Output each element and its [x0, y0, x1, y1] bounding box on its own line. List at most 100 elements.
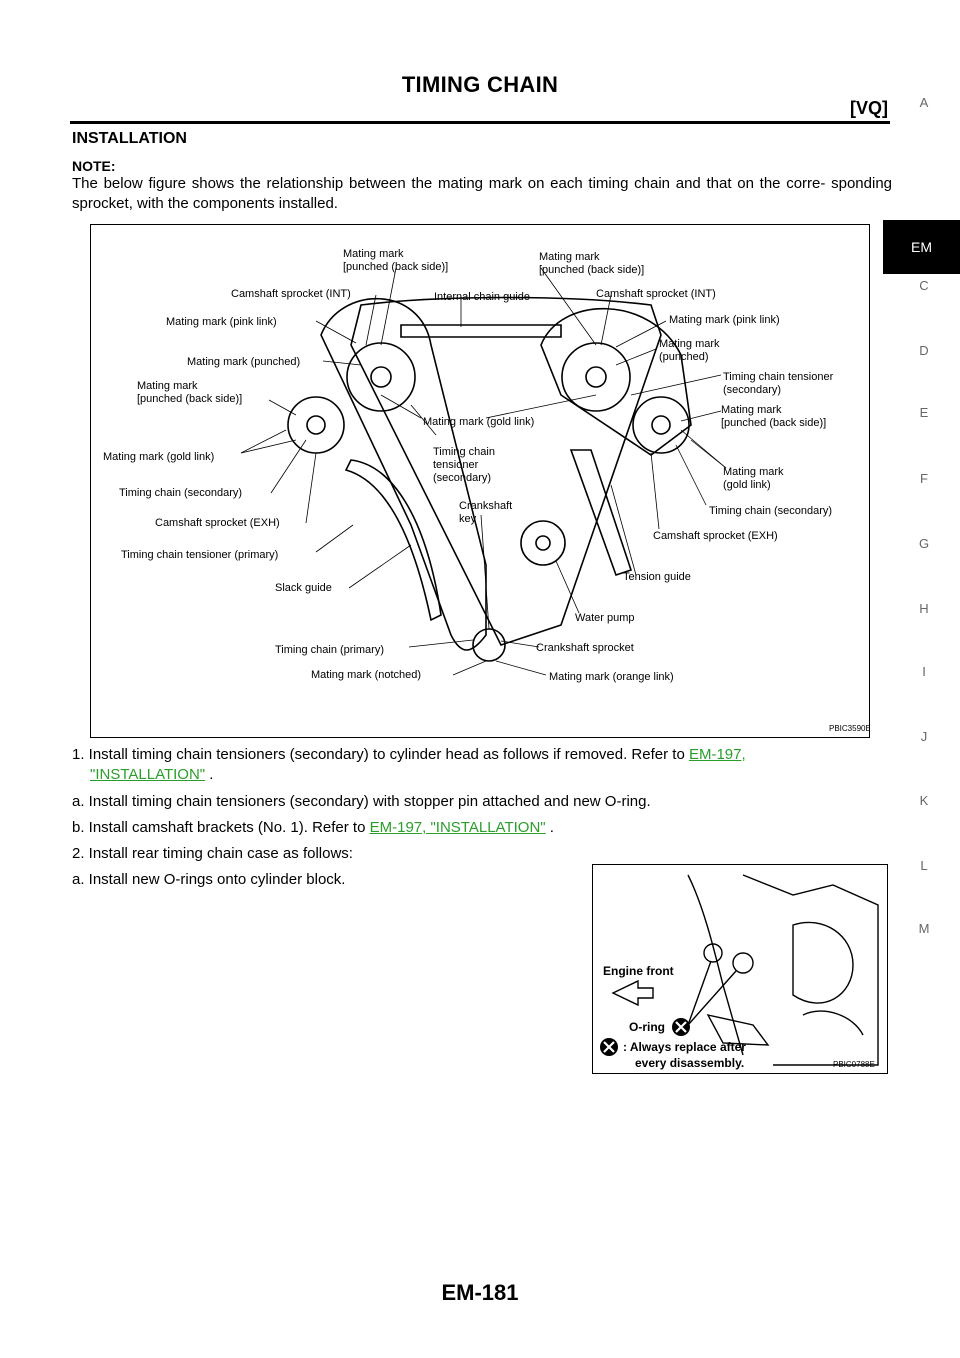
water-pump-sprocket — [520, 520, 566, 566]
label-mating-mark-back-2: Mating mark — [539, 251, 600, 263]
label-crankshaft-key-b: key — [459, 513, 477, 525]
label-mating-mark-back-1: Mating mark — [343, 248, 404, 260]
label-tensioner-secondary-right-b: (secondary) — [723, 384, 781, 396]
label-tensioner-center-a: Timing chain — [433, 446, 495, 458]
oring-upper-left — [703, 943, 723, 963]
label-mating-mark-notched: Mating mark (notched) — [311, 669, 421, 681]
side-tab-e[interactable]: E — [919, 405, 929, 420]
header-divider — [70, 121, 890, 124]
label-tensioner-secondary-right-a: Timing chain tensioner — [723, 371, 834, 383]
label-camshaft-sprocket-int-right: Camshaft sprocket (INT) — [596, 288, 716, 300]
label-mating-mark-punched-left: Mating mark (punched) — [187, 356, 300, 368]
camshaft-sprocket-int-right — [561, 342, 631, 412]
side-tab-f[interactable]: F — [920, 471, 928, 486]
section-heading: INSTALLATION — [72, 130, 187, 147]
side-tab-em[interactable]: EM — [883, 220, 960, 274]
label-mating-mark-back-left-a: Mating mark — [137, 380, 198, 392]
bracket-shape — [706, 1013, 770, 1046]
engine-block-outline — [742, 874, 879, 1066]
label-water-pump: Water pump — [575, 612, 635, 624]
step-2: 2. Install rear timing chain case as fol… — [72, 845, 353, 862]
step-1-cont: "INSTALLATION" . — [72, 765, 892, 785]
oring-figure: Engine front O-ring : Always replace aft… — [592, 864, 888, 1074]
label-mating-mark-gold-center: Mating mark (gold link) — [423, 416, 534, 428]
oring-diagram: Engine front O-ring : Always replace aft… — [600, 874, 879, 1070]
step-b-tail: . — [545, 819, 554, 836]
label-crankshaft-key-a: Crankshaft — [459, 500, 512, 512]
label-mating-mark-gold-right-a: Mating mark — [723, 466, 784, 478]
label-tension-guide: Tension guide — [623, 571, 691, 583]
label-slack-guide: Slack guide — [275, 582, 332, 594]
engine-front-label: Engine front — [603, 964, 674, 978]
side-tab-j[interactable]: J — [920, 729, 928, 744]
label-mating-mark-orange: Mating mark (orange link) — [549, 671, 674, 683]
side-tab-g[interactable]: G — [918, 536, 930, 551]
secondary-chain-left-shape — [320, 297, 487, 651]
step-b-text: b. Install camshaft brackets (No. 1). Re… — [72, 819, 370, 836]
label-camshaft-sprocket-exh-left: Camshaft sprocket (EXH) — [155, 517, 280, 529]
label-mating-mark-pink-right: Mating mark (pink link) — [669, 314, 780, 326]
step-1-link-b[interactable]: "INSTALLATION" — [90, 766, 206, 783]
side-tab-h[interactable]: H — [919, 601, 929, 616]
note-label: NOTE: — [72, 158, 116, 174]
primary-chain-shape — [350, 296, 662, 646]
figure-code: PBIC3590E — [829, 724, 869, 733]
label-tensioner-primary: Timing chain tensioner (primary) — [121, 549, 278, 561]
label-mating-mark-punched-right-a: Mating mark — [659, 338, 720, 350]
side-tab-a[interactable]: A — [919, 95, 929, 110]
step-1-text: 1. Install timing chain tensioners (seco… — [72, 746, 689, 763]
label-mating-mark-pink-left: Mating mark (pink link) — [166, 316, 277, 328]
engine-front-arrow — [611, 979, 654, 1007]
secondary-chain-right-shape — [540, 307, 692, 456]
note-text: The below figure shows the relationship … — [72, 175, 892, 212]
label-mating-mark-back-1b: [punched (back side)] — [343, 261, 448, 273]
label-mating-mark-punched-right-b: (punched) — [659, 351, 709, 363]
label-timing-chain-secondary-right: Timing chain (secondary) — [709, 505, 832, 517]
step-1-link[interactable]: EM-197, — [688, 746, 746, 763]
engine-code: [VQ] — [850, 98, 888, 118]
timing-chain-diagram: Mating mark [punched (back side)] Mating… — [103, 248, 871, 733]
label-timing-chain-secondary-left: Timing chain (secondary) — [119, 487, 242, 499]
step-a: a. Install timing chain tensioners (seco… — [72, 793, 651, 810]
side-tab-d[interactable]: D — [919, 343, 929, 358]
slack-guide-shape — [344, 459, 442, 622]
side-tab-k[interactable]: K — [919, 793, 929, 808]
oring-label: O-ring — [629, 1020, 665, 1034]
side-tab-l[interactable]: L — [920, 858, 928, 873]
oring-upper-right — [732, 952, 754, 974]
label-tensioner-center-c: (secondary) — [433, 472, 491, 484]
replace-icon — [600, 1018, 690, 1056]
step-b: b. Install camshaft brackets (No. 1). Re… — [72, 818, 892, 838]
camshaft-sprocket-exh-right — [632, 396, 690, 454]
label-tensioner-center-b: tensioner — [433, 459, 479, 471]
camshaft-sprocket-exh-left — [287, 396, 345, 454]
block-edge — [687, 874, 744, 1056]
legend-line-b: every disassembly. — [635, 1056, 744, 1070]
step-a2: a. Install new O-rings onto cylinder blo… — [72, 871, 346, 888]
label-mating-mark-gold-left: Mating mark (gold link) — [103, 451, 214, 463]
label-mating-mark-back-2b: [punched (back side)] — [539, 264, 644, 276]
casting-detail — [802, 1010, 864, 1036]
label-mating-mark-back-right-b: [punched (back side)] — [721, 417, 826, 429]
side-tab-c[interactable]: C — [919, 278, 929, 293]
figure2-code: PBIC0788E — [833, 1060, 875, 1069]
page-number: EM-181 — [441, 1280, 519, 1305]
camshaft-sprocket-int-left — [346, 342, 416, 412]
label-timing-chain-primary: Timing chain (primary) — [275, 644, 384, 656]
side-tab-m[interactable]: M — [918, 921, 930, 936]
label-camshaft-sprocket-exh-right: Camshaft sprocket (EXH) — [653, 530, 778, 542]
side-tab-i[interactable]: I — [922, 664, 926, 679]
legend-line-a: : Always replace after — [623, 1040, 746, 1054]
step-1: 1. Install timing chain tensioners (seco… — [72, 745, 892, 765]
label-mating-mark-gold-right-b: (gold link) — [723, 479, 771, 491]
tension-guide-shape — [569, 449, 633, 577]
label-mating-mark-back-right-a: Mating mark — [721, 404, 782, 416]
step-1-tail: . — [205, 766, 214, 783]
step-b-link[interactable]: EM-197, "INSTALLATION" — [369, 819, 546, 836]
block-casting — [792, 921, 854, 1004]
label-camshaft-sprocket-int-left: Camshaft sprocket (INT) — [231, 288, 351, 300]
page-title: TIMING CHAIN — [401, 72, 559, 97]
timing-chain-figure: Mating mark [punched (back side)] Mating… — [90, 224, 871, 738]
label-crankshaft-sprocket: Crankshaft sprocket — [536, 642, 634, 654]
label-mating-mark-back-left-b: [punched (back side)] — [137, 393, 242, 405]
